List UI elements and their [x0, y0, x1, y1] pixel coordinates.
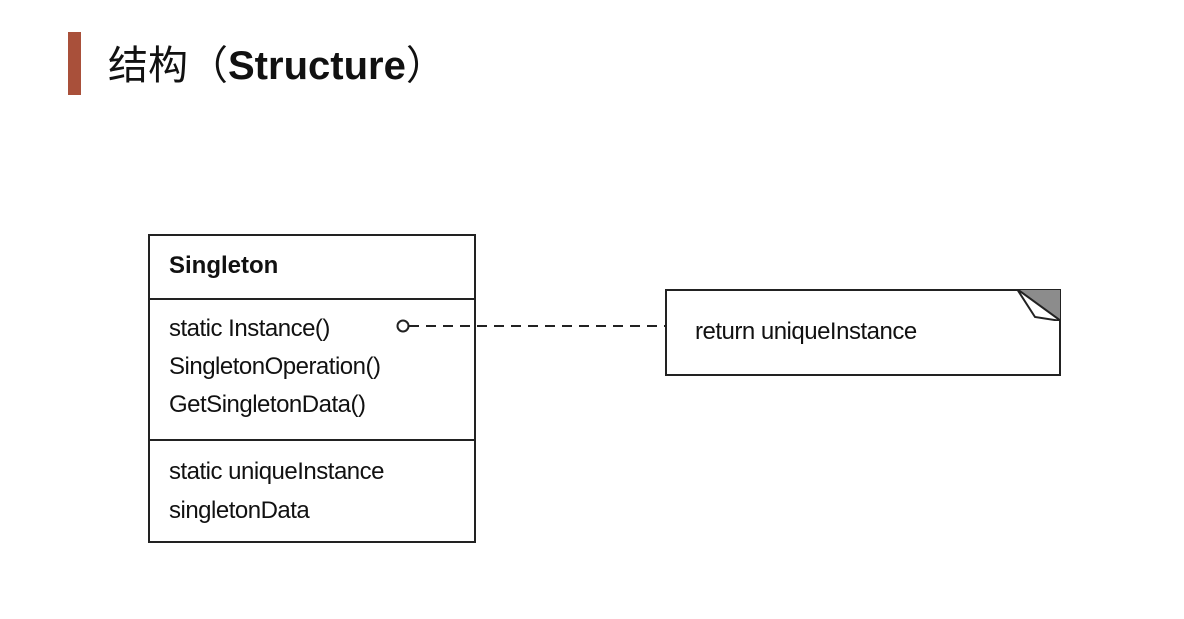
title-main: 结构	[108, 44, 188, 88]
note-folded-corner-icon	[1017, 289, 1061, 321]
operation-static-instance: static Instance()	[169, 315, 330, 342]
note-box: return uniqueInstance	[665, 289, 1061, 376]
attributes-compartment: static uniqueInstance singletonData	[150, 441, 474, 541]
title-paren-open: （	[188, 44, 228, 88]
singleton-class-box: Singleton static Instance() SingletonOpe…	[148, 234, 476, 543]
operation-singleton-operation: SingletonOperation()	[169, 353, 381, 380]
title-english: Structure	[228, 44, 406, 88]
attribute-unique-instance: static uniqueInstance	[169, 458, 384, 485]
title-paren-close: ）	[405, 44, 446, 88]
attribute-singleton-data: singletonData	[169, 497, 310, 524]
title-accent-bar	[68, 32, 81, 95]
operation-get-singleton-data: GetSingletonData()	[169, 391, 366, 418]
page-title: 结构（Structure）	[108, 36, 446, 96]
class-name: Singleton	[169, 252, 279, 279]
class-name-compartment: Singleton	[150, 236, 474, 300]
operations-compartment: static Instance() SingletonOperation() G…	[150, 300, 474, 441]
note-text: return uniqueInstance	[695, 318, 917, 345]
